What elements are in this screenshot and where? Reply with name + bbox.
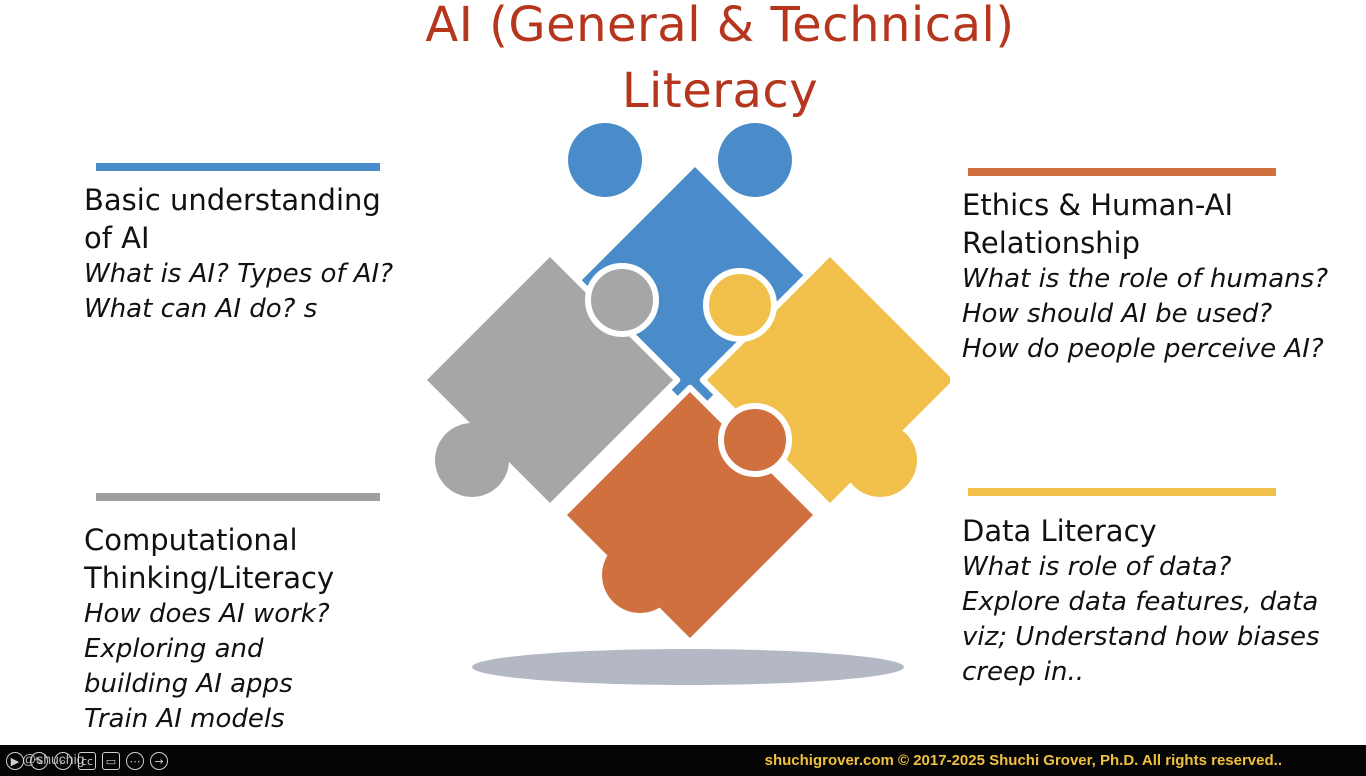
section-heading: Basic understanding of AI <box>84 183 381 255</box>
section-computational-thinking: Computational Thinking/Literacy How does… <box>84 493 414 737</box>
slide-title-line-2: Literacy <box>621 63 819 119</box>
captions-icon[interactable]: cc <box>78 752 96 770</box>
next-icon[interactable]: → <box>150 752 168 770</box>
presentation-controls: ▶ ✎ ⌕ cc ▭ ⋯ → <box>0 751 168 771</box>
puzzle-shadow <box>472 649 904 685</box>
section-heading: Data Literacy <box>962 514 1157 548</box>
section-ethics: Ethics & Human-AI Relationship What is t… <box>962 168 1362 367</box>
puzzle-piece-orange <box>559 384 821 646</box>
author-handle: @shuchig <box>22 751 85 767</box>
yellow-accent-bar <box>968 488 1276 496</box>
section-heading: Computational Thinking/Literacy <box>84 523 335 595</box>
play-icon[interactable]: ▶ <box>6 752 24 770</box>
blue-accent-bar <box>96 163 380 171</box>
video-icon[interactable]: ▭ <box>102 752 120 770</box>
puzzle-piece-gray <box>419 249 681 511</box>
footer-bar: ▶ ✎ ⌕ cc ▭ ⋯ → @shuchig shuchigrover.com… <box>0 745 1366 776</box>
puzzle-pieces-graphic <box>419 123 950 685</box>
orange-accent-bar <box>968 168 1276 176</box>
section-basic-understanding: Basic understanding of AI What is AI? Ty… <box>84 163 414 327</box>
section-description: What is AI? Types of AI? What can AI do?… <box>84 259 394 324</box>
section-data-literacy: Data Literacy What is role of data? Expl… <box>962 488 1362 690</box>
pen-icon[interactable]: ✎ <box>30 752 48 770</box>
section-description: What is the role of humans? How should A… <box>962 264 1328 364</box>
gray-accent-bar <box>96 493 380 501</box>
slide-title-line-1: AI (General & Technical) <box>425 0 1015 53</box>
more-icon[interactable]: ⋯ <box>126 752 144 770</box>
zoom-icon[interactable]: ⌕ <box>54 752 72 770</box>
section-description: How does AI work? Exploring and building… <box>84 599 330 734</box>
section-heading: Ethics & Human-AI Relationship <box>962 188 1234 260</box>
copyright-text: shuchigrover.com © 2017-2025 Shuchi Grov… <box>764 752 1282 769</box>
section-description: What is role of data? Explore data featu… <box>962 552 1320 687</box>
